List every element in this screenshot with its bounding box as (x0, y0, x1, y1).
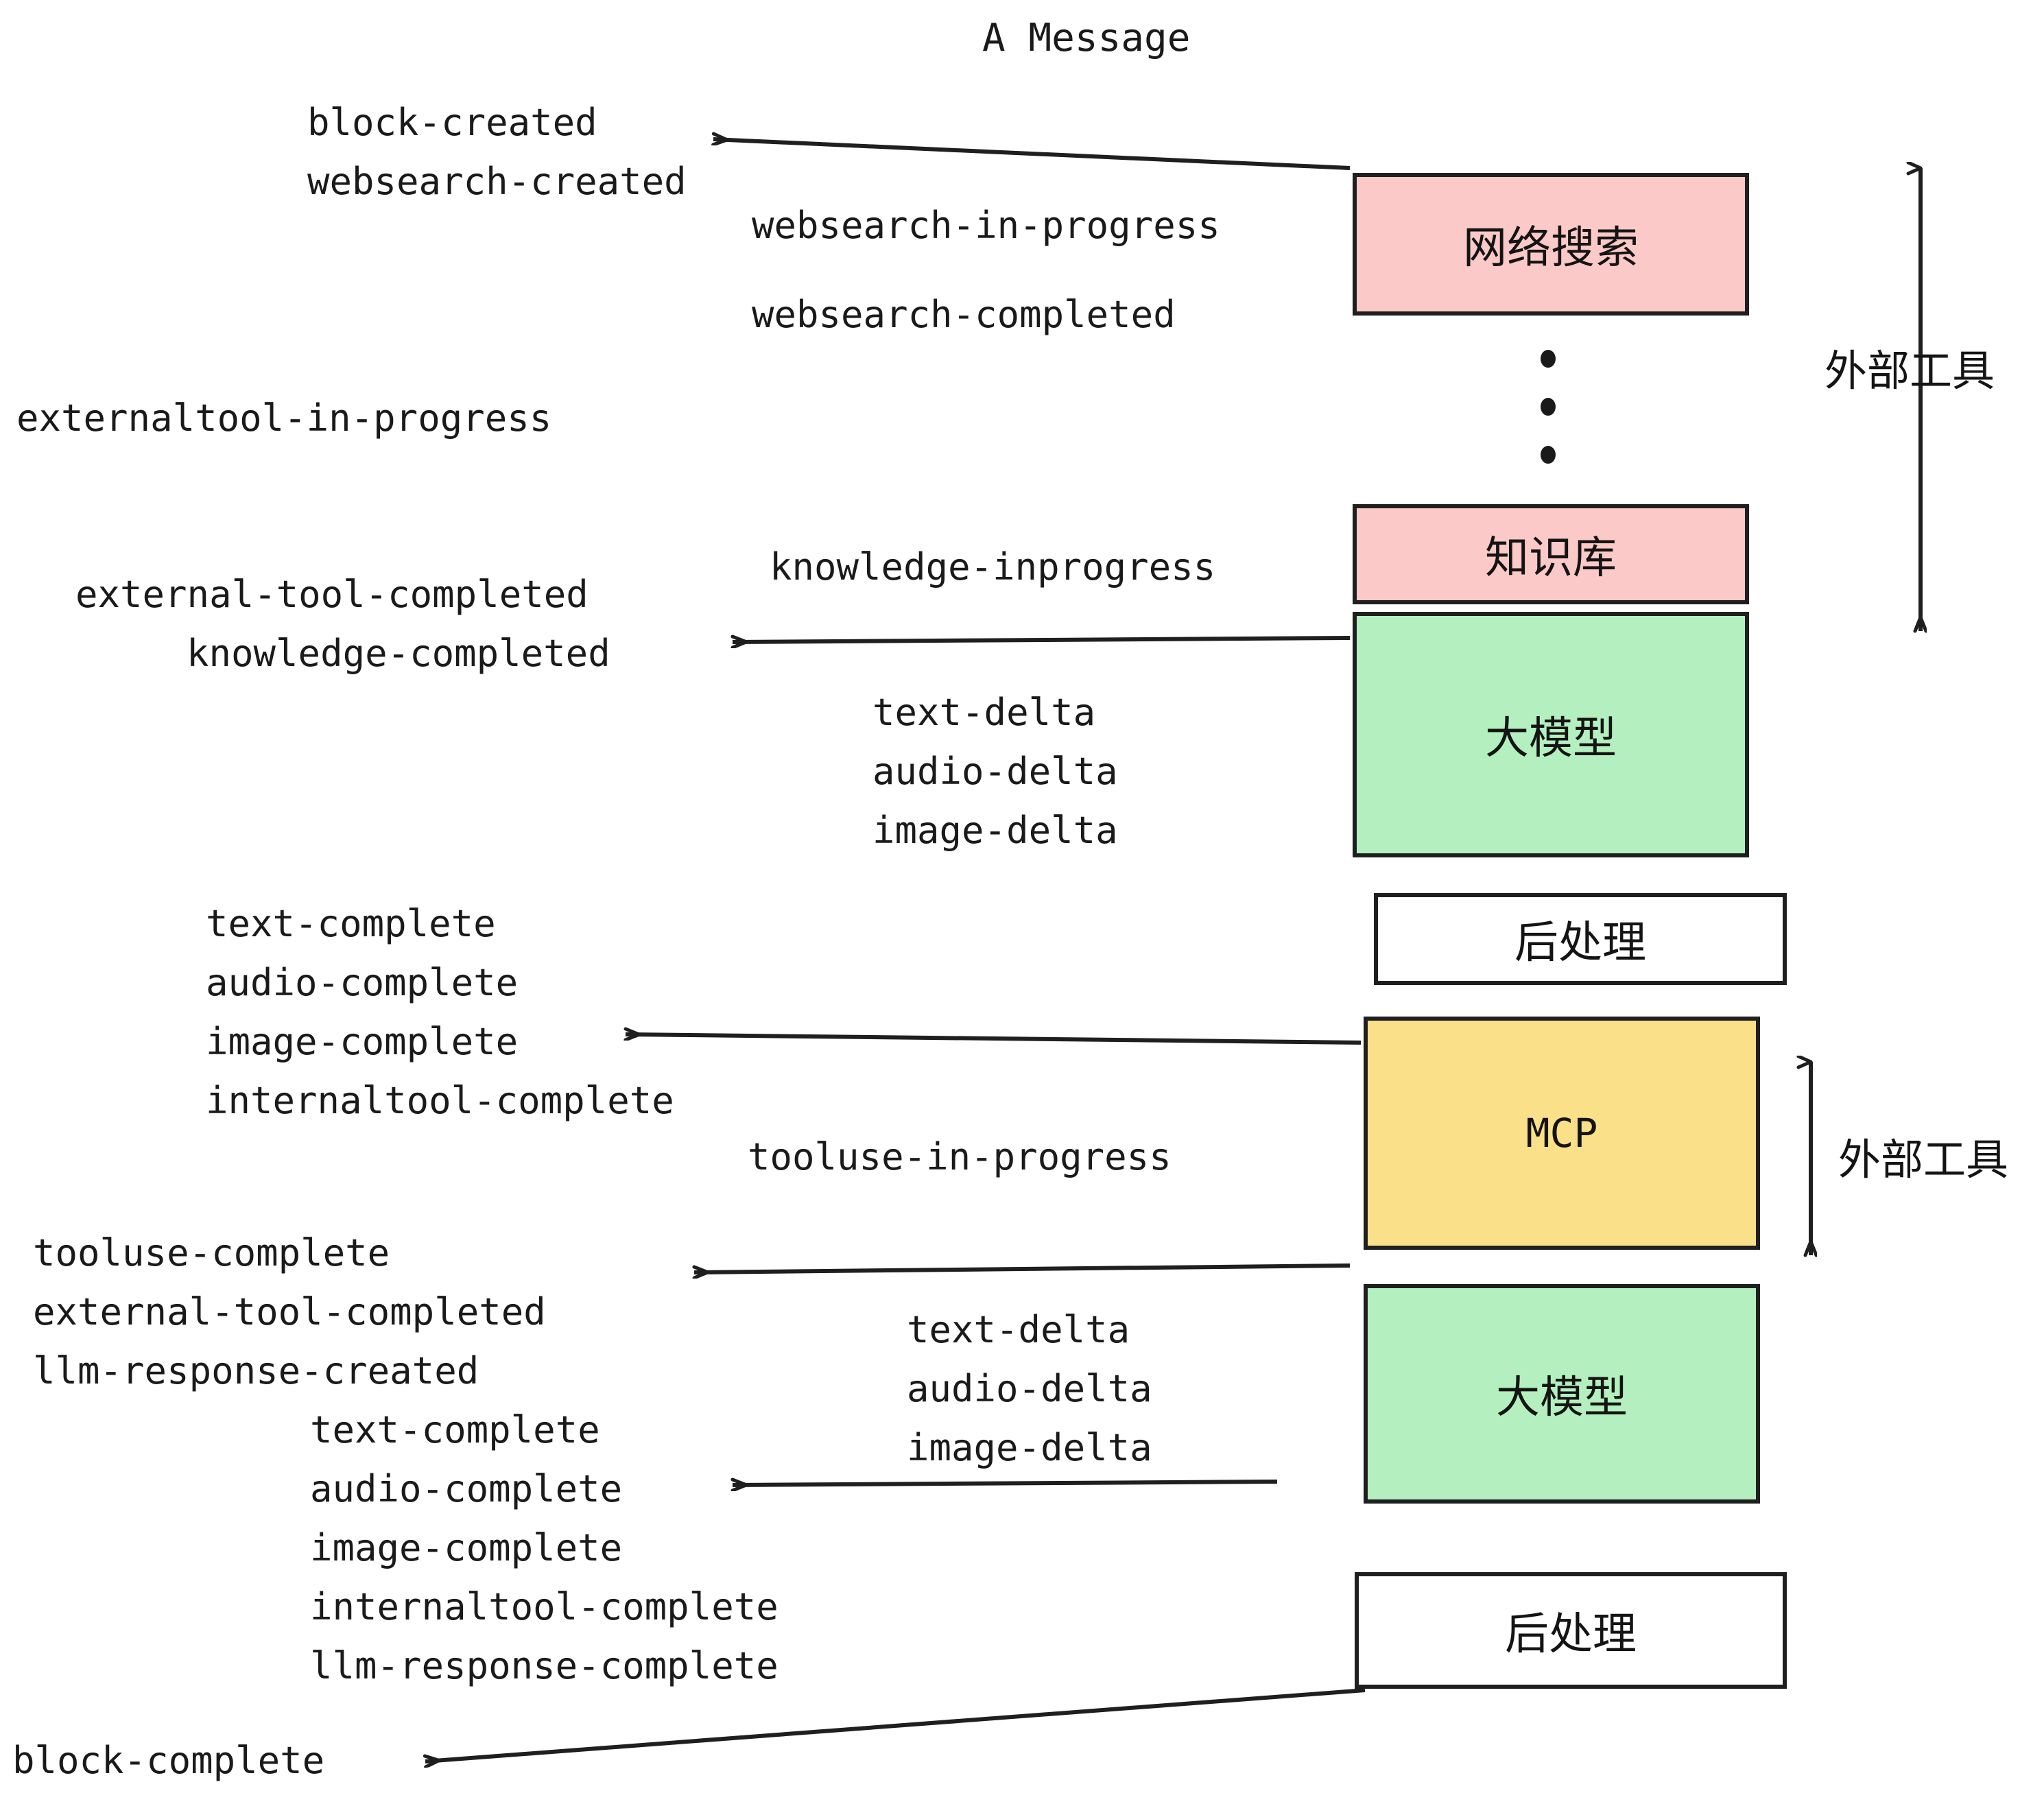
event-audio-complete-2: audio-complete (310, 1467, 623, 1510)
arrow-llm-bottom-to-tooluse-complete (694, 1263, 1351, 1272)
event-internaltool-complete-2: internaltool-complete (310, 1585, 779, 1628)
event-image-complete-2: image-complete (310, 1526, 623, 1569)
event-external-tool-completed-2: external-tool-completed (33, 1290, 546, 1333)
event-image-delta-1: image-delta (872, 809, 1118, 852)
event-image-delta-2: image-delta (907, 1426, 1152, 1469)
ellipsis-dot-icon (1541, 398, 1556, 416)
event-externaltool-in-progress: externaltool-in-progress (16, 396, 552, 440)
node-knowledge-label: 知识库 (1485, 533, 1617, 584)
event-external-tool-completed-1: external-tool-completed (75, 573, 589, 616)
event-text-complete-1: text-complete (206, 902, 496, 945)
ellipsis-dot-icon (1541, 446, 1556, 464)
arrow-llm-bottom-to-audio-complete (733, 1482, 1278, 1485)
event-knowledge-completed: knowledge-completed (187, 632, 610, 675)
event-websearch-in-progress: websearch-in-progress (752, 204, 1220, 247)
event-audio-delta-2: audio-delta (907, 1367, 1152, 1410)
event-websearch-completed: websearch-completed (752, 293, 1176, 336)
node-postprocess-bottom-label: 后处理 (1505, 1609, 1637, 1660)
event-internaltool-complete-1: internaltool-complete (206, 1079, 674, 1122)
event-audio-delta-1: audio-delta (872, 750, 1118, 793)
page-title: A Message (982, 16, 1191, 60)
side-label-external-tools-lower: 外部工具 (1838, 1125, 2008, 1187)
event-audio-complete-1: audio-complete (206, 961, 519, 1004)
node-websearch-label: 网络搜索 (1463, 223, 1639, 274)
event-tooluse-in-progress: tooluse-in-progress (748, 1135, 1172, 1178)
arrow-websearch-to-created (713, 139, 1351, 170)
node-mcp[interactable]: MCP (1364, 1017, 1760, 1250)
side-label-external-tools-lower-text: 外部工具 (1838, 1135, 2009, 1185)
event-websearch-created: websearch-created (307, 160, 687, 203)
node-llm-top[interactable]: 大模型 (1353, 612, 1749, 857)
event-llm-response-created: llm-response-created (33, 1349, 479, 1392)
node-websearch[interactable]: 网络搜索 (1353, 173, 1749, 316)
side-label-external-tools-upper: 外部工具 (1825, 336, 1995, 398)
node-llm-top-label: 大模型 (1485, 713, 1617, 764)
node-postprocess-top-label: 后处理 (1514, 918, 1646, 969)
node-mcp-label: MCP (1525, 1110, 1598, 1156)
arrow-mcp-to-image-complete (626, 1034, 1362, 1045)
arrow-post-to-block-complete (425, 1688, 1366, 1761)
event-llm-response-complete: llm-response-complete (310, 1644, 779, 1687)
node-llm-bottom[interactable]: 大模型 (1364, 1284, 1760, 1504)
event-text-delta-2: text-delta (907, 1308, 1130, 1351)
event-block-created: block-created (307, 101, 597, 144)
event-block-complete: block-complete (12, 1739, 325, 1782)
node-llm-bottom-label: 大模型 (1496, 1373, 1628, 1423)
event-text-complete-2: text-complete (310, 1408, 600, 1451)
event-image-complete-1: image-complete (206, 1020, 519, 1063)
node-postprocess-top[interactable]: 后处理 (1374, 893, 1787, 985)
event-tooluse-complete: tooluse-complete (33, 1231, 390, 1274)
arrow-llm-to-knowledge-completed (733, 638, 1351, 642)
event-knowledge-inprogress: knowledge-inprogress (770, 545, 1216, 589)
ellipsis-dot-icon (1541, 350, 1556, 368)
node-knowledge[interactable]: 知识库 (1353, 504, 1749, 604)
node-postprocess-bottom[interactable]: 后处理 (1355, 1572, 1787, 1689)
event-text-delta-1: text-delta (872, 691, 1096, 734)
side-label-external-tools-upper-text: 外部工具 (1825, 346, 1995, 396)
